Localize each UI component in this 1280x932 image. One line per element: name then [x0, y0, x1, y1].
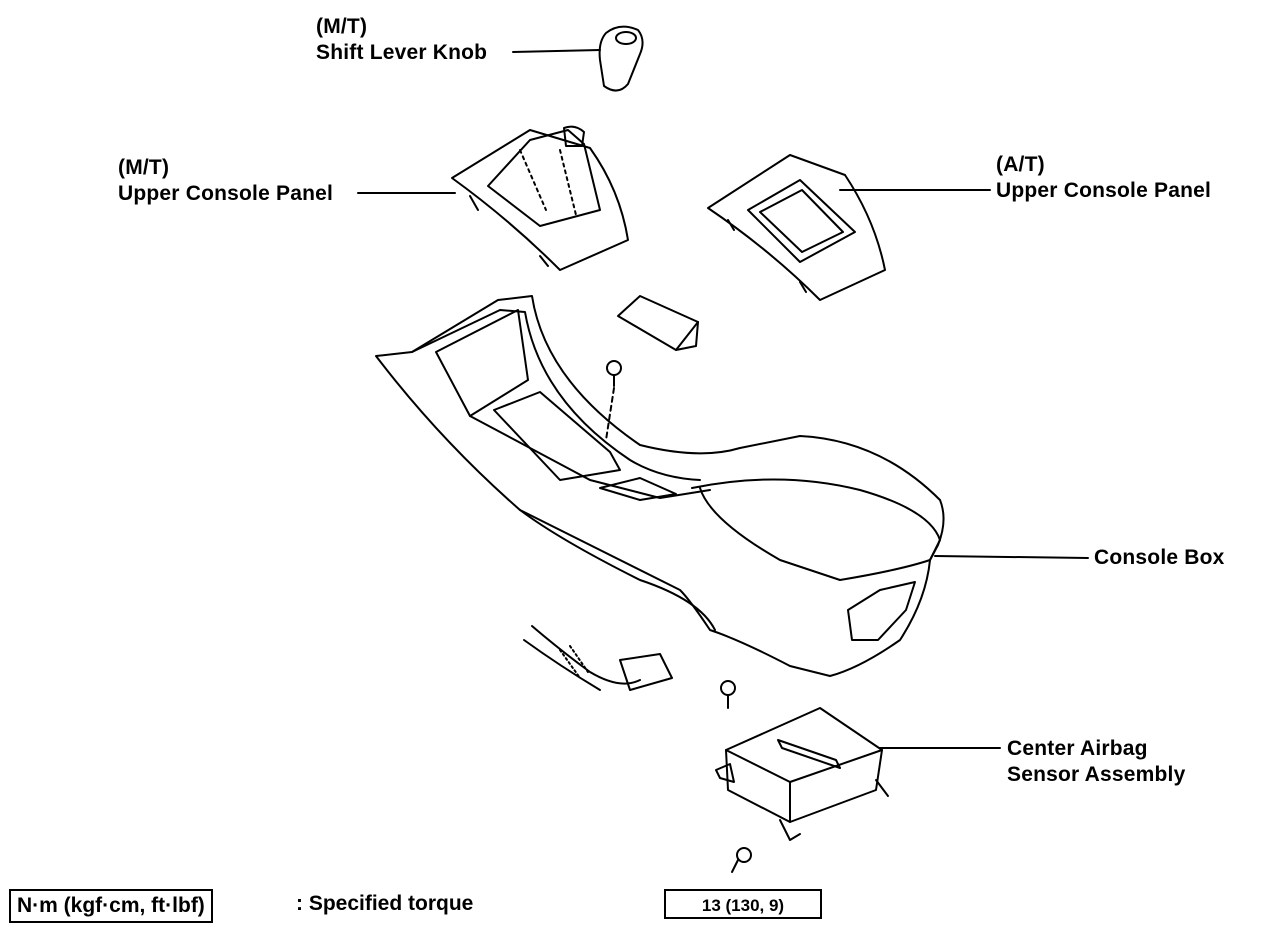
mt-panel-label-line2: Upper Console Panel	[118, 182, 334, 205]
at-upper-panel	[707, 154, 886, 301]
airbag-label: Center Airbag Sensor Assembly	[1007, 736, 1185, 788]
screw-middle	[720, 680, 736, 709]
shift-knob	[598, 25, 644, 92]
knob-leader	[512, 49, 601, 53]
mt-panel-label-line1: (M/T)	[118, 156, 170, 179]
console-clip	[617, 295, 699, 351]
knob-label-line1: (M/T)	[316, 15, 368, 38]
screw-lower	[731, 847, 752, 873]
airbag-label-line1: Center Airbag	[1007, 737, 1148, 760]
at-panel-label: (A/T) Upper Console Panel	[996, 152, 1211, 204]
console-body	[375, 295, 945, 677]
console-leader	[934, 555, 1089, 559]
mt-panel-label: (M/T) Upper Console Panel	[118, 155, 333, 207]
airbag-sensor	[715, 707, 889, 841]
knob-label-line2: Shift Lever Knob	[316, 41, 488, 64]
torque-legend-description: : Specified torque	[296, 892, 474, 915]
torque-unit-legend-box: N·m (kgf·cm, ft·lbf)	[9, 889, 213, 923]
wire-harness	[523, 625, 673, 691]
at-panel-label-line2: Upper Console Panel	[996, 179, 1212, 202]
knob-label: (M/T) Shift Lever Knob	[316, 14, 487, 66]
console-box-label: Console Box	[1094, 545, 1225, 571]
airbag-label-line2: Sensor Assembly	[1007, 763, 1186, 786]
torque-spec-box: 13 (130, 9)	[664, 889, 822, 919]
screw-upper	[605, 360, 622, 441]
at-panel-label-line1: (A/T)	[996, 153, 1045, 176]
console-box-label-line1: Console Box	[1094, 546, 1225, 569]
mt-upper-panel	[451, 125, 629, 271]
